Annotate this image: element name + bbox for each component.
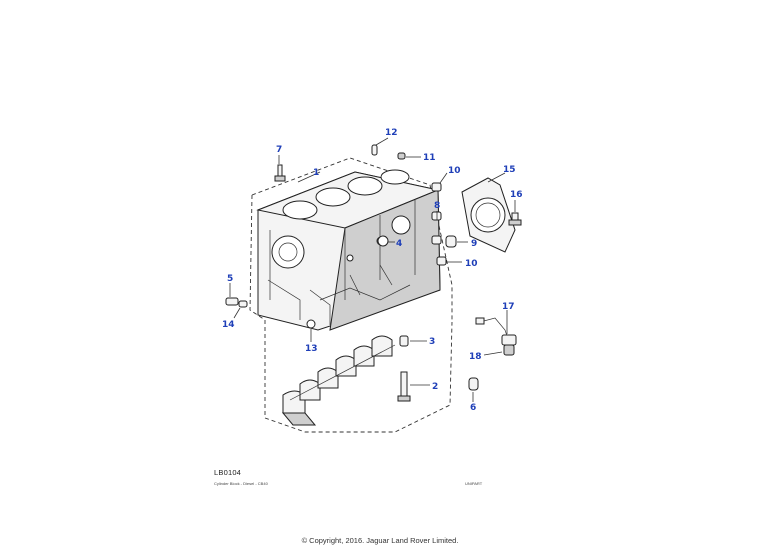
callout-13[interactable]: 13 (305, 344, 318, 354)
callout-3[interactable]: 3 (429, 337, 435, 347)
callout-8[interactable]: 8 (434, 201, 440, 211)
callout-4[interactable]: 4 (396, 239, 402, 249)
callout-10-top[interactable]: 10 (448, 166, 461, 176)
callout-16[interactable]: 16 (510, 190, 523, 200)
callout-15[interactable]: 15 (503, 165, 516, 175)
plug-4[interactable] (377, 235, 389, 247)
callout-12[interactable]: 12 (385, 128, 398, 138)
bolt-2[interactable] (397, 371, 411, 402)
main-bearing-caps[interactable] (281, 335, 396, 426)
jet-5[interactable] (225, 297, 239, 306)
leader-lines (229, 137, 516, 402)
callouts: 1 2 3 4 5 6 7 8 9 10 10 11 12 13 14 15 1… (222, 128, 523, 413)
plug-13[interactable] (306, 319, 316, 329)
callout-2[interactable]: 2 (432, 382, 438, 392)
plug-14[interactable] (238, 300, 248, 308)
callout-11[interactable]: 11 (423, 153, 436, 163)
supplier-label: UNIPART (465, 481, 483, 486)
plug-11[interactable] (397, 152, 406, 160)
dowel-12[interactable] (371, 144, 378, 156)
callout-9[interactable]: 9 (471, 239, 477, 249)
cylinder-block[interactable] (256, 169, 441, 331)
callout-1[interactable]: 1 (313, 168, 319, 178)
copyright-notice: © Copyright, 2016. Jaguar Land Rover Lim… (301, 536, 459, 545)
callout-5[interactable]: 5 (227, 274, 233, 284)
assembly-outline-left (249, 194, 266, 321)
callout-18[interactable]: 18 (469, 352, 482, 362)
callout-10-bottom[interactable]: 10 (465, 259, 478, 269)
plug-8[interactable] (431, 211, 442, 245)
bearing-caps-outline (264, 320, 453, 433)
callout-7[interactable]: 7 (276, 145, 282, 155)
callout-17[interactable]: 17 (502, 302, 515, 312)
assembly-outline (251, 157, 453, 322)
diagram-caption: Cylinder Block - Diesel - CB40 (214, 481, 268, 486)
callout-14[interactable]: 14 (222, 320, 235, 330)
rear-oil-seal-housing-15[interactable] (461, 177, 516, 253)
bush-6[interactable] (468, 377, 479, 391)
bolt-7[interactable] (274, 164, 286, 182)
plug-10[interactable] (431, 182, 447, 266)
callout-6[interactable]: 6 (470, 403, 476, 413)
bolt-16[interactable] (508, 212, 522, 226)
dowel-3[interactable] (399, 335, 409, 347)
banjo-bolt-18[interactable] (501, 334, 517, 356)
plug-9[interactable] (445, 235, 457, 248)
diagram-reference-code: LB0104 (214, 468, 242, 477)
